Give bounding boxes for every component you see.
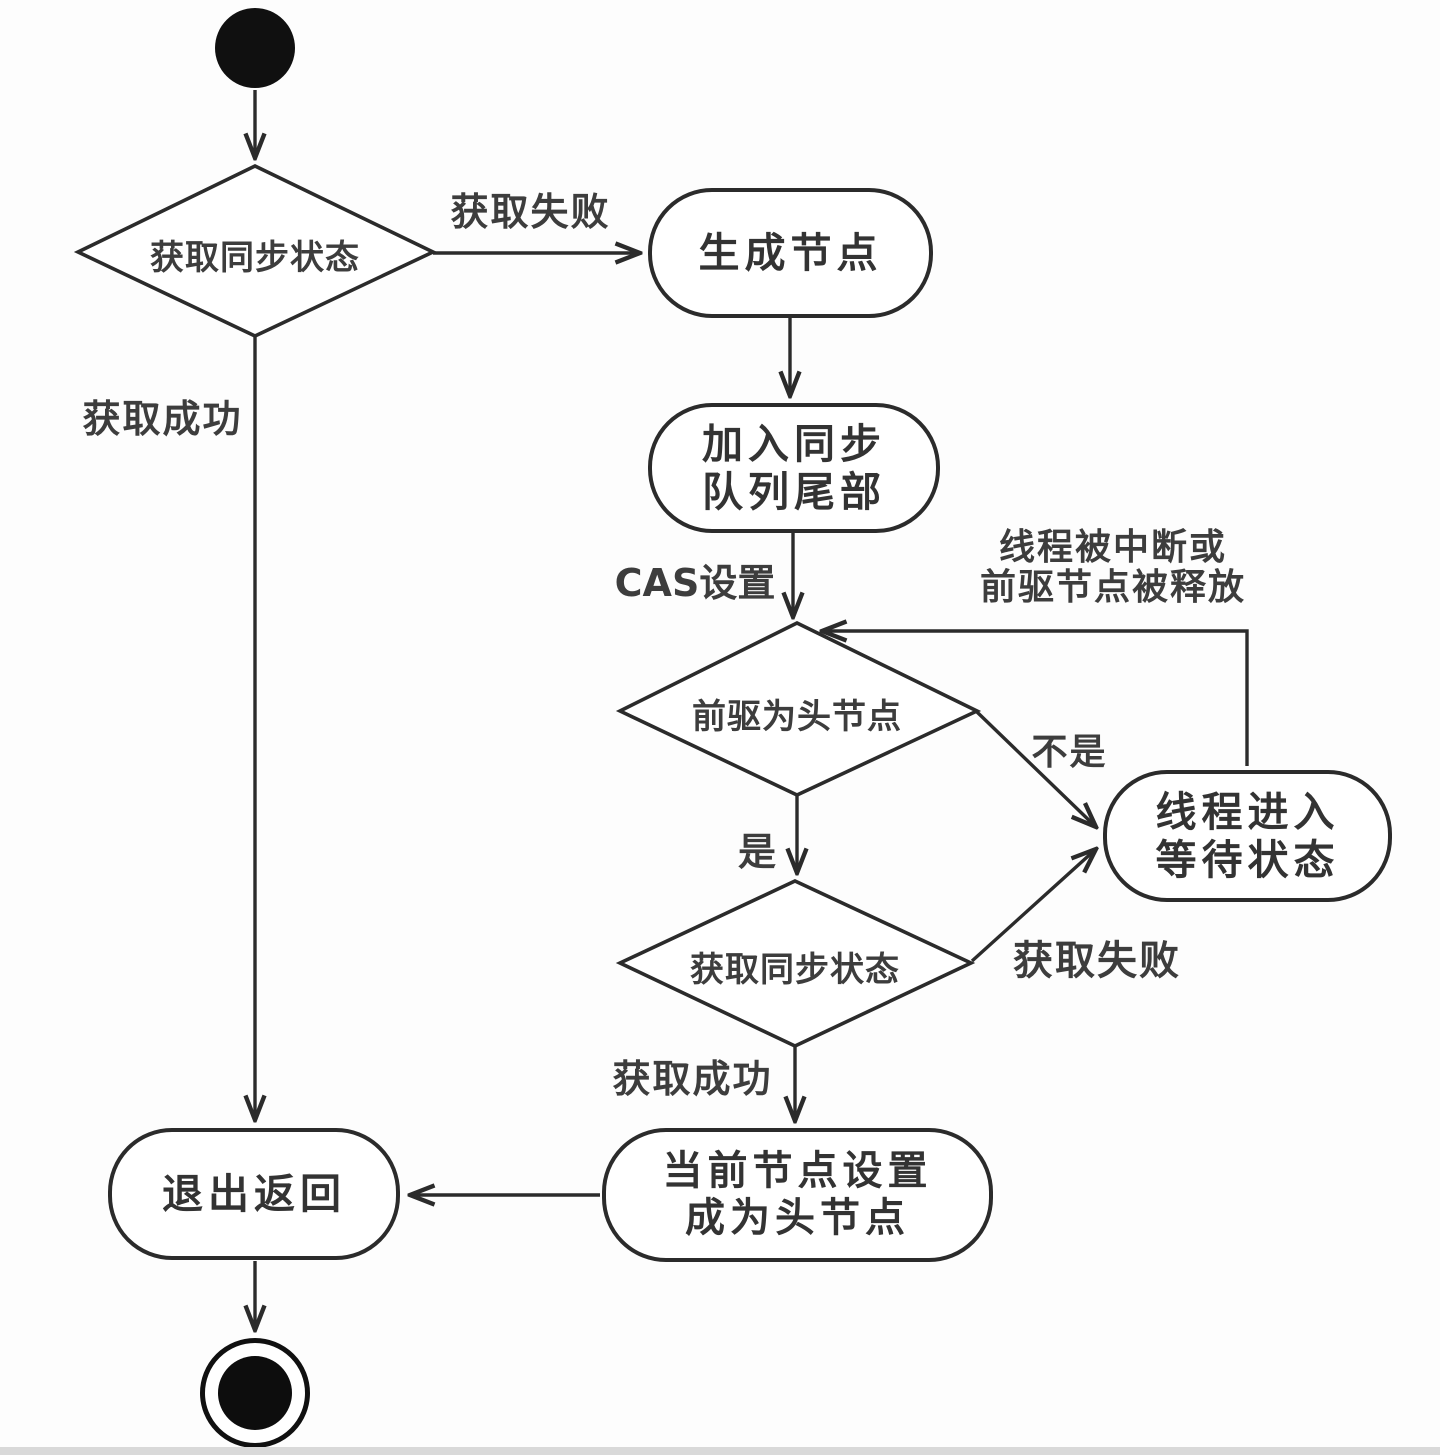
edge-decision3-fail-to-wait <box>970 849 1096 963</box>
decision-predecessor-head-label: 前驱为头节点 <box>692 697 902 737</box>
edge-label-acquire-fail-mid: 获取失败 <box>1013 938 1181 984</box>
edge-label-acquire-fail-top: 获取失败 <box>450 190 611 234</box>
node-create-node: 生成节点 <box>648 188 933 318</box>
edge-wait-feedback-to-decision2 <box>822 631 1249 766</box>
edge-decision2-no-to-wait <box>975 710 1096 827</box>
decision-predecessor-head-shape <box>615 620 982 797</box>
final-node <box>200 1338 310 1448</box>
edge-label-cas-set: CAS设置 <box>614 561 776 605</box>
node-exit-return-label: 退出返回 <box>162 1169 346 1218</box>
edge-label-is-head: 是 <box>737 830 778 874</box>
node-exit-return: 退出返回 <box>108 1128 400 1260</box>
edge-label-not-head: 不是 <box>1031 732 1108 773</box>
edge-label-acquire-success-mid: 获取成功 <box>612 1057 773 1101</box>
node-set-head-label: 当前节点设置 成为头节点 <box>662 1147 933 1241</box>
node-set-head: 当前节点设置 成为头节点 <box>602 1128 993 1262</box>
decision-acquire-sync-top-shape <box>73 163 438 338</box>
node-thread-wait: 线程进入 等待状态 <box>1103 770 1392 902</box>
decision-acquire-sync-mid-label: 获取同步状态 <box>690 950 900 990</box>
initial-node <box>215 8 295 88</box>
edge-label-acquire-success-left: 获取成功 <box>82 397 243 441</box>
node-enqueue-tail: 加入同步 队列尾部 <box>648 403 940 533</box>
decision-acquire-sync-mid-shape <box>615 879 976 1048</box>
final-node-dot <box>218 1356 292 1430</box>
node-thread-wait-label: 线程进入 等待状态 <box>1155 787 1340 884</box>
edge-label-interrupted-or-released: 线程被中断或 前驱节点被释放 <box>979 527 1246 608</box>
bottom-border-strip <box>0 1447 1440 1455</box>
decision-acquire-sync-top-label: 获取同步状态 <box>150 238 360 278</box>
node-enqueue-tail-label: 加入同步 队列尾部 <box>702 419 886 516</box>
node-create-node-label: 生成节点 <box>698 228 883 277</box>
